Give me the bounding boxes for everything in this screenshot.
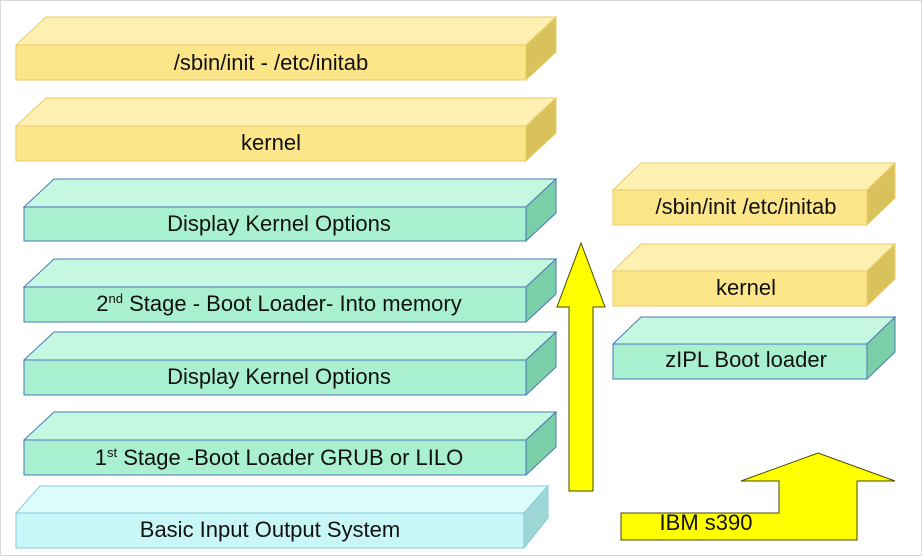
block-label: 1st Stage -Boot Loader GRUB or LILO bbox=[95, 445, 463, 470]
block-left-sbin-init: /sbin/init - /etc/initab bbox=[14, 15, 558, 82]
block-label: Display Kernel Options bbox=[167, 211, 391, 236]
ibm-arrow-shape bbox=[620, 452, 896, 541]
block-left-bios: Basic Input Output System bbox=[14, 484, 550, 550]
block-right-zipl: zIPL Boot loader bbox=[611, 315, 897, 381]
block-right-kernel: kernel bbox=[611, 242, 897, 308]
ordinal-number: 2 bbox=[96, 291, 108, 316]
ordinal-number: 1 bbox=[95, 445, 107, 470]
block-left-display-kernel-options-1: Display Kernel Options bbox=[22, 177, 558, 243]
block-label: kernel bbox=[716, 275, 776, 300]
block-label: 2nd Stage - Boot Loader- Into memory bbox=[96, 291, 461, 316]
ordinal-suffix: st bbox=[107, 445, 118, 460]
block-label: /sbin/init /etc/initab bbox=[656, 194, 837, 219]
block-left-second-stage: 2nd Stage - Boot Loader- Into memory bbox=[22, 257, 558, 324]
block-label: /sbin/init - /etc/initab bbox=[174, 50, 368, 75]
up-arrow bbox=[556, 241, 606, 492]
ibm-arrow-label: IBM s390 bbox=[660, 510, 753, 535]
block-label: Basic Input Output System bbox=[140, 517, 400, 542]
block-left-first-stage: 1st Stage -Boot Loader GRUB or LILO bbox=[22, 410, 558, 477]
block-left-kernel: kernel bbox=[14, 96, 558, 163]
block-label: kernel bbox=[241, 130, 301, 155]
label-text: Stage -Boot Loader GRUB or LILO bbox=[117, 445, 463, 470]
block-label: Display Kernel Options bbox=[167, 364, 391, 389]
ibm-arrow: IBM s390 bbox=[620, 452, 896, 541]
label-text: Stage - Boot Loader- Into memory bbox=[123, 291, 462, 316]
block-right-sbin-init: /sbin/init /etc/initab bbox=[611, 161, 897, 227]
block-label: zIPL Boot loader bbox=[665, 347, 827, 372]
block-left-display-kernel-options-2: Display Kernel Options bbox=[22, 330, 558, 397]
ordinal-suffix: nd bbox=[109, 291, 123, 306]
